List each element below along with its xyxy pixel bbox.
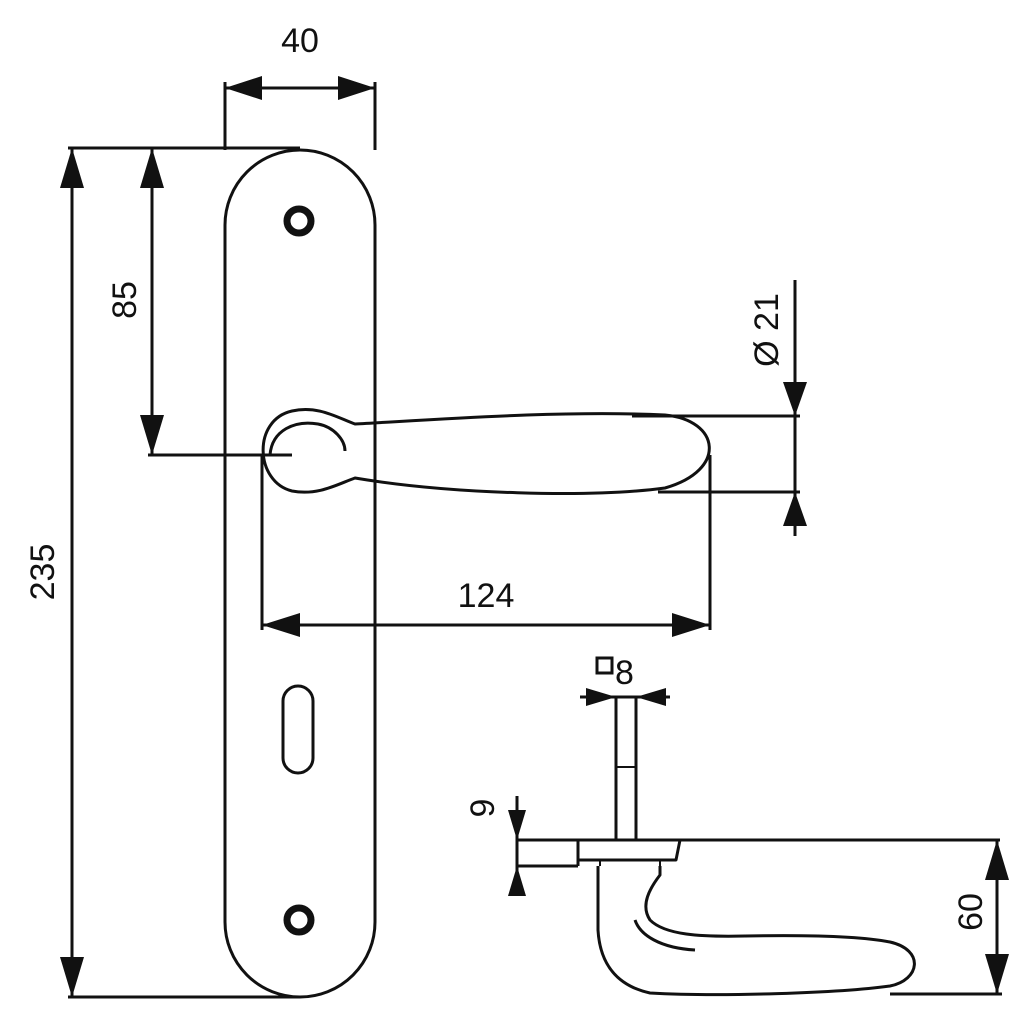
lower-screw-hole (283, 904, 315, 936)
dim-projection (890, 840, 1009, 996)
lever-handle-front-view (261, 408, 711, 495)
dim-spindle-square (580, 656, 670, 706)
square-symbol-icon (595, 656, 614, 675)
dim-rose-diameter (632, 280, 807, 536)
dim-width-label: 40 (281, 22, 319, 60)
dim-plate-thickness-label: 9 (464, 799, 502, 818)
dim-projection-label: 60 (952, 893, 990, 931)
dim-handle-length-label: 124 (458, 577, 515, 615)
dim-center (140, 148, 292, 457)
dim-plate-thickness (508, 796, 526, 896)
dim-center-label: 85 (106, 281, 144, 319)
dim-total-length (60, 146, 300, 999)
keyhole-slot (281, 684, 315, 775)
dim-width (223, 76, 377, 150)
upper-screw-hole (283, 205, 315, 237)
dim-handle-length (260, 455, 712, 637)
backplate-front-view (223, 148, 377, 999)
dim-spindle-square-label: 8 (615, 654, 634, 692)
dim-total-length-label: 235 (24, 544, 62, 601)
side-view (517, 695, 1000, 997)
dim-rose-diameter-label: Ø 21 (748, 293, 786, 367)
